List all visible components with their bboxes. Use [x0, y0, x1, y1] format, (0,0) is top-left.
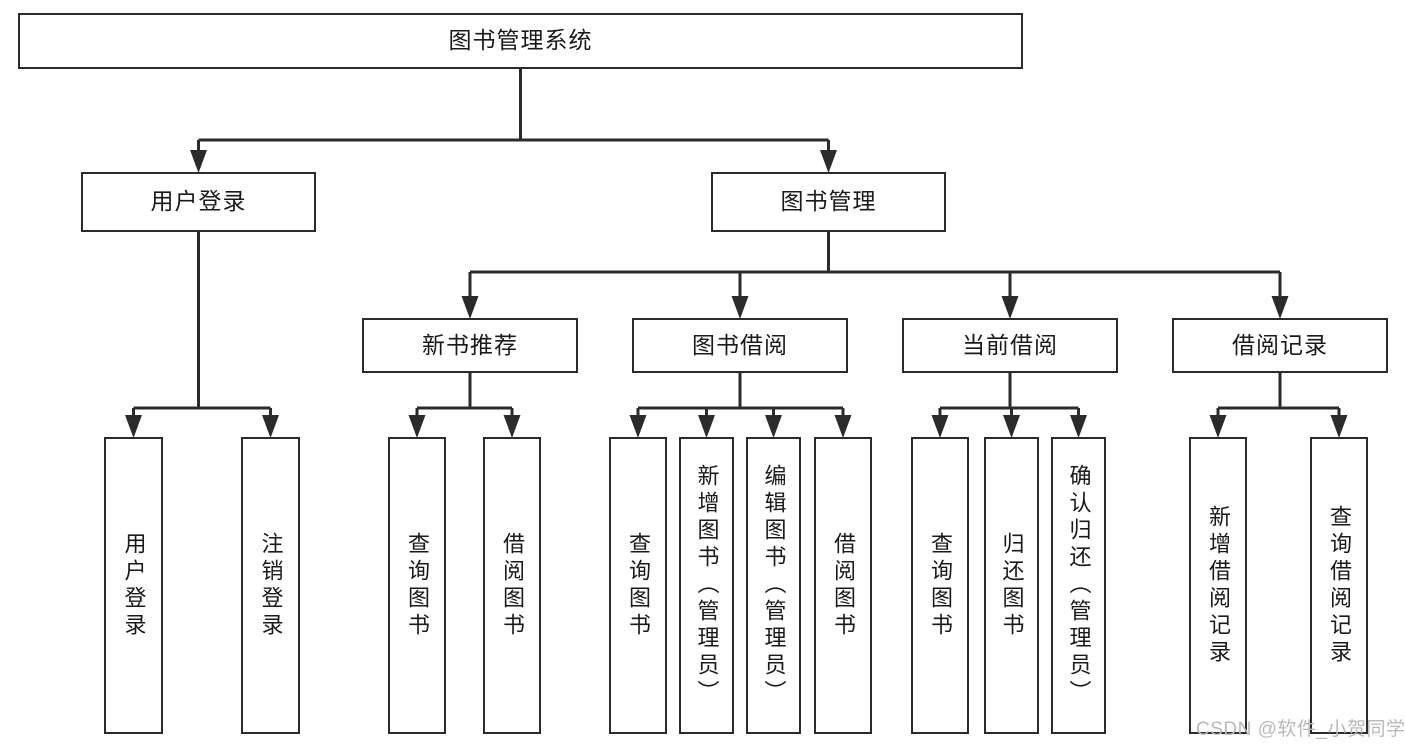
node-leaf-query-book-2[interactable]: 查询图书: [609, 437, 667, 734]
node-label: 图书借阅: [692, 331, 788, 358]
node-label: 编辑图书（管理员）: [761, 464, 787, 707]
node-records[interactable]: 借阅记录: [1172, 318, 1388, 373]
node-label: 查询图书: [626, 531, 651, 640]
node-leaf-edit-book[interactable]: 编辑图书（管理员）: [746, 437, 801, 734]
arrowhead-leaf-add-book: [698, 415, 715, 438]
arrowhead-records: [1271, 296, 1289, 319]
node-leaf-add-record[interactable]: 新增借阅记录: [1189, 437, 1247, 734]
node-leaf-confirm-return[interactable]: 确认归还（管理员）: [1051, 437, 1106, 734]
node-label: 归还图书: [999, 531, 1025, 640]
node-leaf-user-login[interactable]: 用户登录: [104, 437, 163, 734]
node-label: 用户登录: [150, 188, 247, 215]
node-leaf-add-book[interactable]: 新增图书（管理员）: [679, 437, 734, 734]
node-leaf-user-logout[interactable]: 注销登录: [241, 437, 300, 734]
node-label: 借阅记录: [1232, 331, 1328, 358]
node-label: 新增图书（管理员）: [694, 464, 720, 707]
arrowhead-leaf-query-book-3: [931, 415, 949, 438]
arrowhead-bookmgmt: [820, 150, 837, 173]
node-label: 图书管理系统: [448, 27, 593, 54]
arrowhead-leaf-user-logout: [262, 415, 279, 438]
node-label: 确认归还（管理员）: [1066, 464, 1092, 707]
node-leaf-borrow-book-2[interactable]: 借阅图书: [814, 437, 872, 734]
node-bookmgmt[interactable]: 图书管理: [711, 172, 946, 232]
node-label: 新增借阅记录: [1206, 504, 1231, 667]
node-label: 当前借阅: [962, 331, 1058, 358]
csdn-watermark: CSDN @软件_小贺同学: [1196, 719, 1405, 740]
node-label: 用户登录: [121, 531, 147, 640]
node-label: 新书推荐: [422, 331, 518, 358]
node-label: 注销登录: [258, 531, 284, 640]
node-leaf-return-book[interactable]: 归还图书: [984, 437, 1039, 734]
arrowhead-newbooks: [461, 296, 479, 319]
arrowhead-borrow: [731, 296, 749, 319]
node-label: 查询借阅记录: [1327, 504, 1352, 667]
arrowhead-current: [1001, 296, 1019, 319]
node-label: 图书管理: [780, 188, 877, 215]
node-borrow[interactable]: 图书借阅: [632, 318, 848, 373]
arrowhead-leaf-return-book: [1003, 415, 1020, 438]
node-leaf-query-book-1[interactable]: 查询图书: [388, 437, 446, 734]
node-leaf-query-book-3[interactable]: 查询图书: [911, 437, 969, 734]
node-root[interactable]: 图书管理系统: [18, 13, 1023, 69]
node-label: 查询图书: [405, 531, 430, 640]
arrowhead-leaf-confirm-return: [1070, 415, 1087, 438]
arrowhead-login: [190, 150, 207, 173]
node-label: 查询图书: [928, 531, 953, 640]
arrowhead-leaf-add-record: [1209, 415, 1227, 438]
arrowhead-leaf-query-record: [1330, 415, 1348, 438]
arrowhead-leaf-user-login: [125, 415, 142, 438]
node-newbooks[interactable]: 新书推荐: [362, 318, 578, 373]
arrowhead-leaf-query-book-1: [408, 415, 426, 438]
node-leaf-query-record[interactable]: 查询借阅记录: [1310, 437, 1368, 734]
arrowhead-leaf-borrow-book-2: [834, 415, 852, 438]
node-login[interactable]: 用户登录: [81, 172, 316, 232]
arrowhead-leaf-borrow-book-1: [503, 415, 521, 438]
node-current[interactable]: 当前借阅: [902, 318, 1118, 373]
node-label: 借阅图书: [500, 531, 525, 640]
node-label: 借阅图书: [831, 531, 856, 640]
node-leaf-borrow-book-1[interactable]: 借阅图书: [483, 437, 541, 734]
arrowhead-leaf-edit-book: [765, 415, 782, 438]
arrowhead-leaf-query-book-2: [629, 415, 647, 438]
